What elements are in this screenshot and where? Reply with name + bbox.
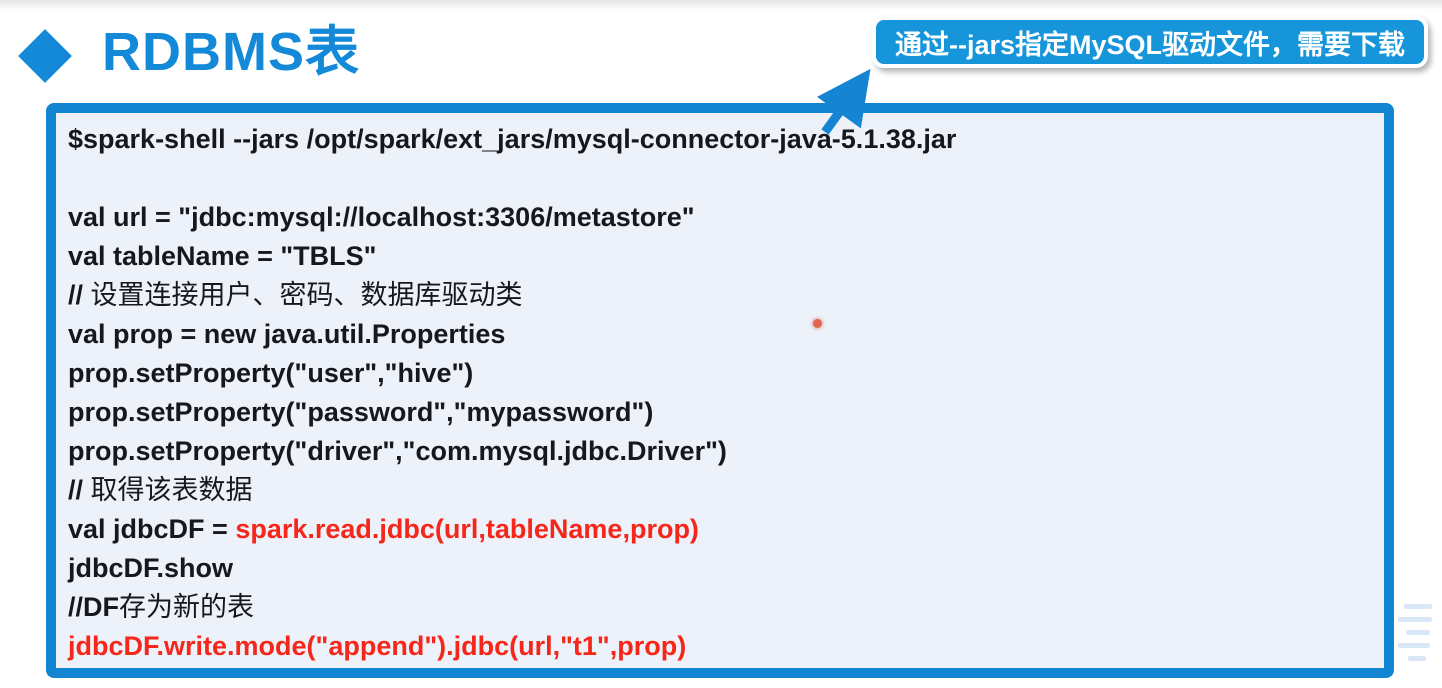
watermark-stroke [1398,643,1430,648]
code-line: //DF存为新的表 [68,588,1384,627]
callout-jars-note: 通过--jars指定MySQL驱动文件，需要下载 [872,16,1428,68]
code-line: val prop = new java.util.Properties [68,315,1384,354]
code-panel: $spark-shell --jars /opt/spark/ext_jars/… [46,103,1394,678]
code-line: prop.setProperty("driver","com.mysql.jdb… [68,432,1384,471]
code-line: $spark-shell --jars /opt/spark/ext_jars/… [68,120,1384,159]
code-text: jdbcDF.show [68,553,234,583]
code-line: val url = "jdbc:mysql://localhost:3306/m… [68,198,1384,237]
page-title: RDBMS表 [102,22,360,82]
code-text: 设置连接用户、密码、数据库驱动类 [90,280,523,310]
code-text: val prop = new java.util.Properties [68,319,506,349]
code-line: prop.setProperty("password","mypassword"… [68,393,1384,432]
code-line: val tableName = "TBLS" [68,237,1384,276]
code-text: // [68,280,91,310]
code-line [68,159,1384,198]
code-text: //DF [68,592,119,622]
code-text: prop.setProperty("user","hive") [68,358,474,388]
code-text: 存为新的表 [119,592,254,622]
code-text: val tableName = "TBLS" [68,241,377,271]
code-text: prop.setProperty("password","mypassword"… [68,397,654,427]
code-text: prop.setProperty("driver","com.mysql.jdb… [68,436,727,466]
code-line: jdbcDF.write.mode("append").jdbc(url,"t1… [68,627,1384,666]
code-line: // 取得该表数据 [68,471,1384,510]
code-text: $spark-shell --jars /opt/spark/ext_jars/… [68,124,957,154]
code-highlight-red: jdbcDF.write.mode("append").jdbc(url,"t1… [68,631,687,661]
code-highlight-red: spark.read.jdbc(url,tableName,prop) [235,514,699,544]
code-line: jdbcDF.show [68,549,1384,588]
top-shade [0,0,1442,10]
code-lines: $spark-shell --jars /opt/spark/ext_jars/… [68,120,1384,666]
watermark-stroke [1406,630,1430,635]
code-line: // 设置连接用户、密码、数据库驱动类 [68,276,1384,315]
bullet-diamond-icon [18,29,72,83]
code-line: val jdbcDF = spark.read.jdbc(url,tableNa… [68,510,1384,549]
callout-text: 通过--jars指定MySQL驱动文件，需要下载 [894,29,1406,60]
watermark-stroke [1408,656,1426,661]
code-text: 取得该表数据 [90,475,253,505]
code-text: val url = "jdbc:mysql://localhost:3306/m… [68,202,695,232]
code-line: prop.setProperty("user","hive") [68,354,1384,393]
code-text: val jdbcDF = [68,514,236,544]
watermark-stroke [1404,604,1432,609]
watermark-stroke [1398,617,1432,622]
watermark [1398,604,1438,669]
laser-pointer-dot [813,319,822,328]
code-text: // [68,475,91,505]
